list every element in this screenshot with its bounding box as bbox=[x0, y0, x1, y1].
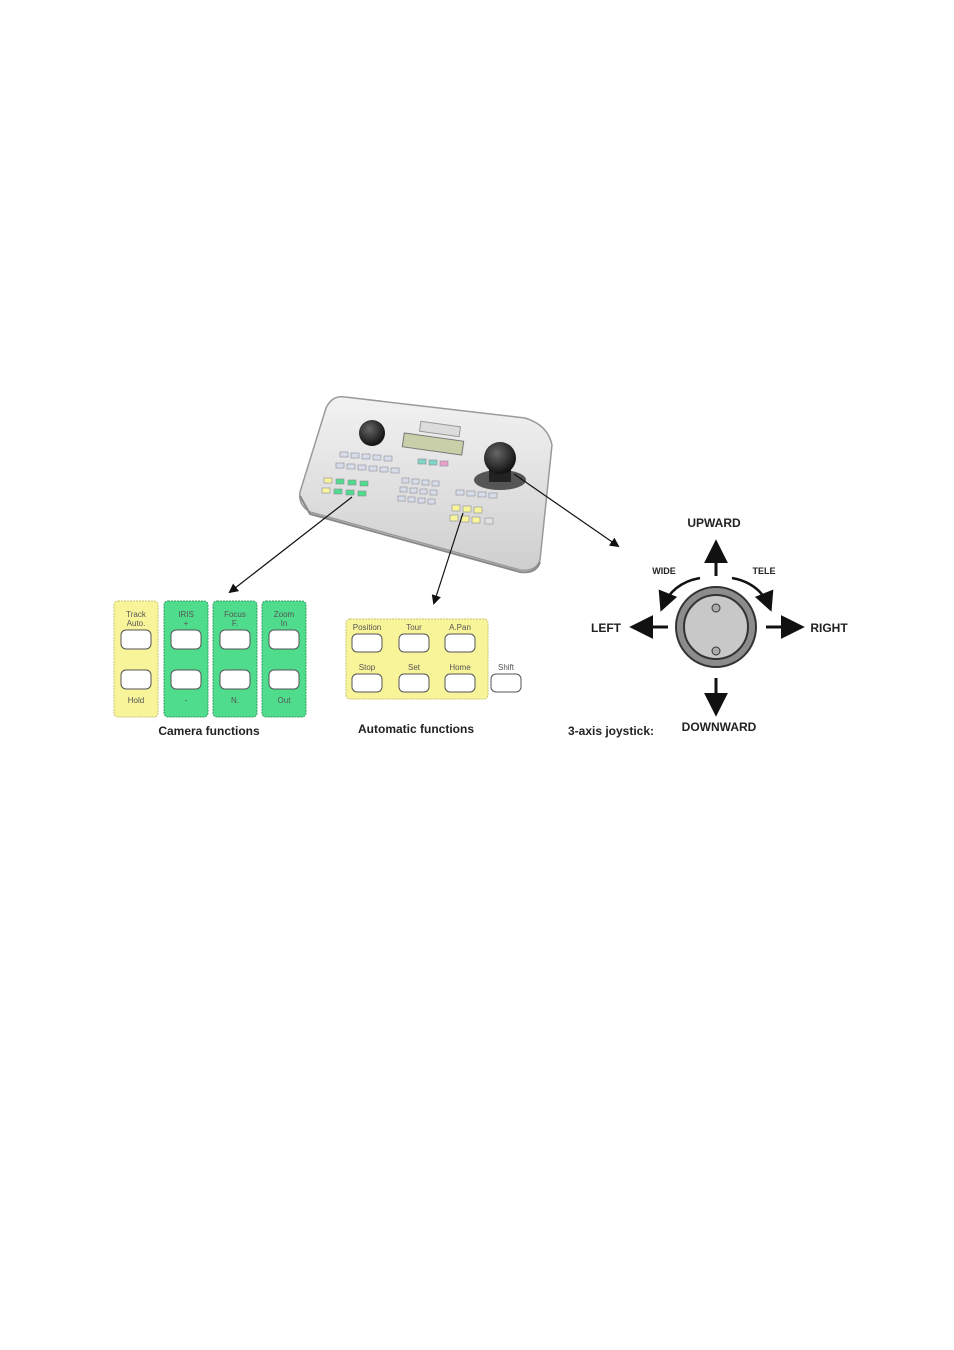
camera-col-zoom: Zoom In Out bbox=[262, 601, 306, 717]
keyboard-controller-device bbox=[300, 397, 552, 573]
shift-label: Shift bbox=[498, 663, 515, 672]
label-right: RIGHT bbox=[810, 621, 848, 635]
label-wide: WIDE bbox=[652, 566, 676, 576]
label-upward: UPWARD bbox=[687, 516, 741, 530]
iris-label-line2: + bbox=[184, 619, 189, 628]
hold-label: Hold bbox=[128, 696, 144, 705]
apan-key[interactable] bbox=[445, 634, 475, 652]
camera-functions-caption: Camera functions bbox=[158, 724, 260, 738]
joystick-bottom-screw-icon bbox=[712, 647, 720, 655]
focus-label-line1: Focus bbox=[224, 610, 246, 619]
stop-label: Stop bbox=[359, 663, 376, 672]
tour-key[interactable] bbox=[399, 634, 429, 652]
position-key[interactable] bbox=[352, 634, 382, 652]
iris-close-key[interactable] bbox=[171, 670, 201, 689]
zoom-label-line1: Zoom bbox=[274, 610, 295, 619]
label-tele: TELE bbox=[752, 566, 775, 576]
camera-col-focus: Focus F. N. bbox=[213, 601, 257, 717]
automatic-functions-caption: Automatic functions bbox=[358, 722, 474, 736]
track-label-line1: Track bbox=[126, 610, 147, 619]
home-label: Home bbox=[449, 663, 471, 672]
camera-functions-panel: Track Auto. Hold IRIS + - Focus F. N. bbox=[114, 601, 306, 738]
zoom-out-label: Out bbox=[278, 696, 292, 705]
set-label: Set bbox=[408, 663, 421, 672]
camera-col-iris: IRIS + - bbox=[164, 601, 208, 717]
camera-col-track: Track Auto. Hold bbox=[114, 601, 158, 717]
joystick-caption: 3-axis joystick: bbox=[568, 724, 654, 738]
joystick-knob-icon bbox=[484, 442, 516, 474]
hold-key[interactable] bbox=[121, 670, 151, 689]
position-label: Position bbox=[353, 623, 381, 632]
label-left: LEFT bbox=[591, 621, 622, 635]
left-knob-icon bbox=[359, 420, 385, 446]
home-key[interactable] bbox=[445, 674, 475, 692]
iris-open-key[interactable] bbox=[171, 630, 201, 649]
stop-key[interactable] bbox=[352, 674, 382, 692]
focus-near-label: N. bbox=[231, 696, 239, 705]
focus-far-key[interactable] bbox=[220, 630, 250, 649]
focus-label-line2: F. bbox=[232, 619, 238, 628]
apan-label: A.Pan bbox=[449, 623, 471, 632]
joystick-diagram: UPWARD DOWNWARD LEFT RIGHT WIDE TELE 3-a… bbox=[568, 516, 848, 738]
shift-key[interactable] bbox=[491, 674, 521, 692]
zoom-out-key[interactable] bbox=[269, 670, 299, 689]
track-label-line2: Auto. bbox=[127, 619, 146, 628]
tour-label: Tour bbox=[406, 623, 422, 632]
pointer-arrow-camera bbox=[230, 497, 352, 592]
joystick-top-screw-icon bbox=[712, 604, 720, 612]
set-key[interactable] bbox=[399, 674, 429, 692]
focus-near-key[interactable] bbox=[220, 670, 250, 689]
iris-label-line1: IRIS bbox=[178, 610, 194, 619]
zoom-in-key[interactable] bbox=[269, 630, 299, 649]
iris-minus-label: - bbox=[185, 696, 188, 705]
track-auto-key[interactable] bbox=[121, 630, 151, 649]
automatic-functions-panel: Position Tour A.Pan Stop Set Home Shift … bbox=[346, 619, 521, 736]
zoom-label-line2: In bbox=[281, 619, 288, 628]
label-downward: DOWNWARD bbox=[682, 720, 757, 734]
